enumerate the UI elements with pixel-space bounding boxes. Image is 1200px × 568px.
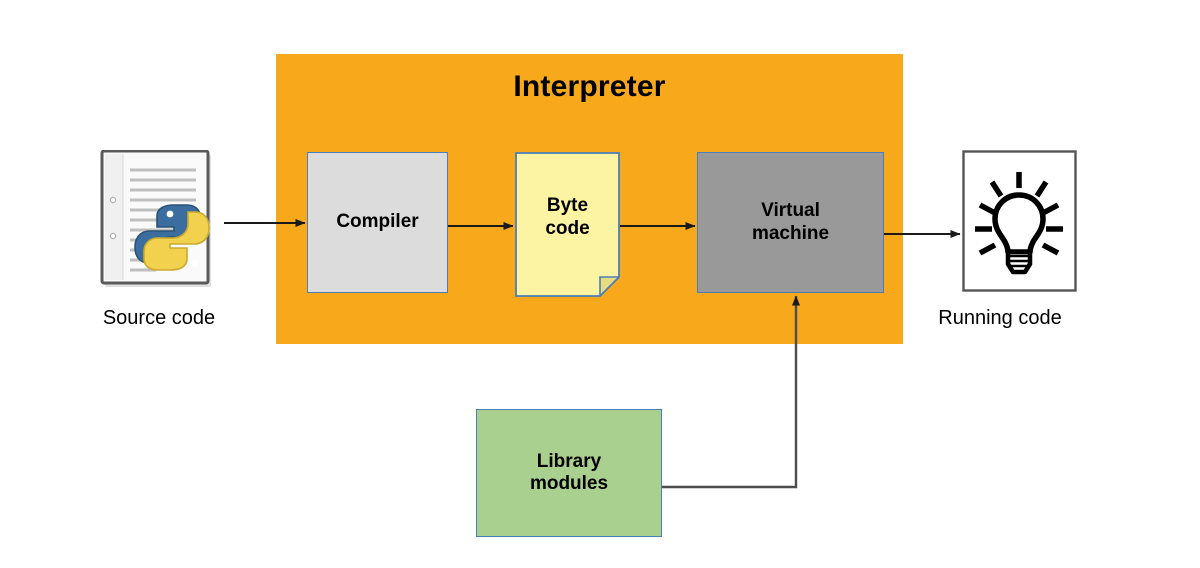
running-code-caption: Running code (938, 307, 1062, 329)
compiler-label: Compiler (336, 211, 419, 233)
interpreter-title: Interpreter (513, 70, 666, 103)
python-logo-icon (134, 204, 210, 271)
running-code-icon-frame (962, 150, 1077, 292)
byte-code-label-group: Byte code (515, 152, 620, 297)
edge-library-to-virtual-machine (662, 295, 800, 489)
library-modules-label-line2: modules (529, 473, 609, 494)
compiler-box[interactable]: Compiler (307, 152, 448, 293)
virtual-machine-label-line1: Virtual (761, 200, 820, 222)
library-modules-label-line1: Library (536, 450, 602, 472)
virtual-machine-label: Virtual machine (752, 200, 829, 245)
lightbulb-icon (975, 172, 1063, 256)
virtual-machine-label-line2: machine (751, 222, 830, 244)
library-modules-label: Library modules (530, 451, 608, 496)
byte-code-note[interactable] (515, 152, 621, 298)
byte-code-label-line2: code (545, 217, 590, 239)
library-modules-box[interactable]: Library modules (476, 409, 662, 537)
python-document-icon (100, 149, 218, 290)
byte-code-label: Byte code (545, 195, 589, 240)
virtual-machine-box[interactable]: Virtual machine (697, 152, 884, 293)
byte-code-label-line1: Byte (546, 195, 589, 217)
source-code-caption: Source code (102, 307, 216, 329)
